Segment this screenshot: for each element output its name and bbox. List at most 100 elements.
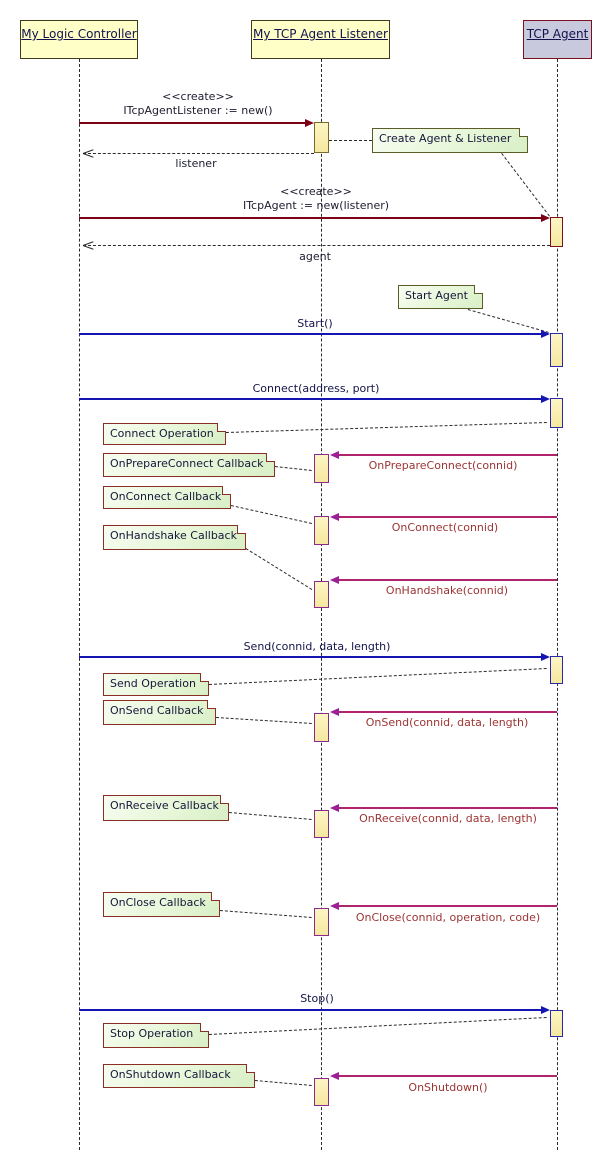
msg-onprepareconnect-label: OnPrepareConnect(connid) <box>368 459 518 472</box>
msg-create-listener-arrowhead-icon <box>305 119 314 127</box>
conn-note-onshutdown <box>254 1080 312 1086</box>
note-stop-operation: Stop Operation <box>103 1023 209 1048</box>
note-onprepareconnect-callback: OnPrepareConnect Callback <box>103 453 275 477</box>
conn-note-sendop <box>209 668 548 685</box>
note-fold-corner-icon <box>246 1064 255 1073</box>
note-onconnect-callback-text: OnConnect Callback <box>110 490 222 503</box>
msg-return-listener-line <box>83 153 314 154</box>
note-fold-corner-icon <box>220 795 229 804</box>
note-send-operation-text: Send Operation <box>110 677 196 690</box>
note-fold-corner-icon <box>237 525 246 534</box>
act-agent-send <box>550 656 563 684</box>
note-create-agent-listener-text: Create Agent & Listener <box>379 132 512 145</box>
note-onsend-callback-text: OnSend Callback <box>110 704 204 717</box>
actor-tcp-agent: TCP Agent <box>523 20 592 59</box>
note-fold-corner-icon <box>207 700 216 709</box>
msg-onclose-arrowhead-icon <box>330 902 339 910</box>
act-listener-onprepareconnect <box>314 454 329 483</box>
msg-create-listener-line <box>79 122 306 124</box>
msg-onprepareconnect-arrowhead-icon <box>330 451 339 459</box>
note-send-operation: Send Operation <box>103 673 209 696</box>
note-onprepareconnect-callback-text: OnPrepareConnect Callback <box>110 457 264 470</box>
msg-create-listener-label: ITcpAgentListener := new() <box>123 104 273 117</box>
act-agent-connect <box>550 398 563 428</box>
note-create-agent-listener: Create Agent & Listener <box>372 128 528 153</box>
msg-onclose-label: OnClose(connid, operation, code) <box>355 911 541 924</box>
msg-start-label: Start() <box>297 317 333 330</box>
note-onshutdown-callback: OnShutdown Callback <box>103 1064 255 1088</box>
act-listener-onhandshake <box>314 581 329 608</box>
msg-onshutdown-line <box>338 1075 557 1077</box>
note-connect-operation-text: Connect Operation <box>110 427 214 440</box>
note-onshutdown-callback-text: OnShutdown Callback <box>110 1068 231 1081</box>
msg-onhandshake-label: OnHandshake(connid) <box>385 584 509 597</box>
msg-connect-line <box>79 398 542 400</box>
conn-note-startagent <box>467 309 549 333</box>
conn-note-connectop <box>226 422 548 433</box>
msg-send-line <box>79 656 542 658</box>
note-fold-corner-icon <box>519 128 528 137</box>
msg-onshutdown-arrowhead-icon <box>330 1072 339 1080</box>
msg-create-agent-label: <<create>> <box>280 185 352 198</box>
note-onhandshake-callback: OnHandshake Callback <box>103 525 246 550</box>
actor-label: My Logic Controller <box>21 27 137 41</box>
act-agent-stop <box>550 1010 563 1037</box>
note-fold-corner-icon <box>211 892 220 901</box>
note-connect-operation: Connect Operation <box>103 423 226 445</box>
act-listener-onreceive <box>314 810 329 838</box>
act-agent-start <box>550 333 563 367</box>
msg-onreceive-label: OnReceive(connid, data, length) <box>359 812 537 825</box>
msg-onreceive-line <box>338 807 557 809</box>
note-start-agent-text: Start Agent <box>405 289 468 302</box>
msg-start-arrowhead-icon <box>541 330 550 338</box>
conn-note-stopop <box>209 1017 548 1035</box>
act-listener-create <box>314 122 329 153</box>
note-onclose-callback: OnClose Callback <box>103 892 220 917</box>
note-onhandshake-callback-text: OnHandshake Callback <box>110 529 237 542</box>
conn-note-create <box>329 140 372 141</box>
actor-my-logic-controller: My Logic Controller <box>20 20 138 59</box>
note-onconnect-callback: OnConnect Callback <box>103 486 231 509</box>
msg-create-agent-label: ITcpAgent := new(listener) <box>242 199 390 212</box>
note-fold-corner-icon <box>217 423 226 432</box>
msg-connect-arrowhead-icon <box>541 395 550 403</box>
conn-note-onhandshake <box>245 548 312 590</box>
msg-onprepareconnect-line <box>338 454 557 456</box>
note-fold-corner-icon <box>222 486 231 495</box>
lifeline-tcp-agent <box>557 59 558 1150</box>
msg-onshutdown-label: OnShutdown() <box>408 1081 488 1094</box>
conn-note-onprepareconnect <box>274 466 312 471</box>
act-agent-create <box>550 217 563 247</box>
msg-onhandshake-line <box>338 579 557 581</box>
note-onreceive-callback: OnReceive Callback <box>103 795 229 821</box>
msg-create-listener-label: <<create>> <box>162 90 234 103</box>
msg-onconnect-label: OnConnect(connid) <box>391 521 499 534</box>
msg-stop-arrowhead-icon <box>541 1006 550 1014</box>
note-stop-operation-text: Stop Operation <box>110 1027 194 1040</box>
conn-note-onsend <box>215 717 312 724</box>
conn-note-onconnect <box>230 505 312 524</box>
note-onreceive-callback-text: OnReceive Callback <box>110 799 219 812</box>
msg-send-arrowhead-icon <box>541 653 550 661</box>
msg-stop-label: Stop() <box>300 992 334 1005</box>
conn-note-create-diag <box>501 153 550 217</box>
msg-onsend-arrowhead-icon <box>330 708 339 716</box>
act-listener-onshutdown <box>314 1078 329 1106</box>
note-fold-corner-icon <box>200 1023 209 1032</box>
msg-stop-line <box>79 1009 542 1011</box>
msg-onclose-line <box>338 905 557 907</box>
msg-return-agent-line <box>83 245 550 246</box>
msg-create-agent-arrowhead-icon <box>541 214 550 222</box>
msg-onconnect-arrowhead-icon <box>330 513 339 521</box>
note-onclose-callback-text: OnClose Callback <box>110 896 206 909</box>
note-onsend-callback: OnSend Callback <box>103 700 216 725</box>
msg-send-label: Send(connid, data, length) <box>243 640 391 653</box>
msg-onreceive-arrowhead-icon <box>330 804 339 812</box>
msg-onconnect-line <box>338 516 557 518</box>
note-fold-corner-icon <box>200 673 209 682</box>
act-listener-onconnect <box>314 516 329 545</box>
actor-label: TCP Agent <box>526 27 589 41</box>
actor-my-tcp-agent-listener: My TCP Agent Listener <box>251 20 390 59</box>
msg-create-agent-line <box>79 217 542 219</box>
